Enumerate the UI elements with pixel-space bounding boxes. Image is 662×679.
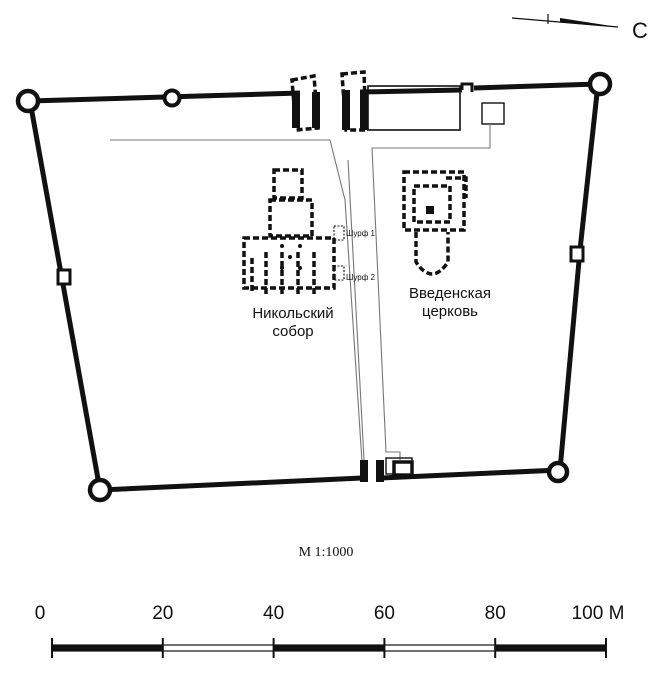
- scale-segment-filled: [52, 645, 163, 651]
- gate-annex: [367, 85, 461, 131]
- tower-n-small: [460, 82, 474, 92]
- tower-w-mid: [56, 268, 72, 286]
- tower-sw: [87, 477, 113, 503]
- scale-tick-label: 0: [35, 603, 46, 624]
- test-pit-1: [333, 225, 345, 241]
- scale-tick-label: 100 М: [572, 603, 625, 624]
- north-arrow: С: [511, 14, 648, 43]
- tower-nw: [15, 88, 41, 114]
- tower-se: [546, 460, 570, 484]
- test-pit-2: [333, 265, 345, 281]
- fortress-wall: [27, 81, 601, 493]
- tower-n-mid: [162, 88, 182, 108]
- small-structure-ne: [481, 102, 505, 125]
- vvedenskaya-label-line2: церковь: [422, 303, 478, 320]
- interior-paths: [110, 124, 491, 475]
- scale-tick-labels: 0 20 40 60 80 100 М: [35, 603, 625, 624]
- test-pits: Шурф 1 Шурф 2: [333, 225, 375, 282]
- south-gate: [360, 460, 414, 482]
- north-label: С: [632, 18, 648, 43]
- scale-segment-filled: [495, 645, 606, 651]
- scale-tick-label: 80: [485, 603, 506, 624]
- tower-e-mid: [569, 245, 585, 263]
- nikolsky-cathedral: [242, 168, 336, 294]
- test-pit-2-label: Шурф 2: [346, 273, 375, 282]
- scale-tick-label: 20: [152, 603, 173, 624]
- tower-ne: [587, 71, 613, 97]
- nikolsky-label-line2: собор: [272, 323, 313, 340]
- vvedenskaya-label-line1: Введенская: [409, 285, 491, 302]
- scale-bar: [51, 638, 607, 658]
- scale-tick-label: 40: [263, 603, 284, 624]
- scale-ratio: М 1:1000: [299, 545, 354, 560]
- scale-tick-label: 60: [374, 603, 395, 624]
- north-gate-complex: [290, 70, 505, 132]
- scale-segment-filled: [273, 645, 385, 651]
- vvedenskaya-church: [402, 170, 468, 276]
- wall-towers: [15, 71, 613, 503]
- test-pit-1-label: Шурф 1: [346, 229, 375, 238]
- nikolsky-label-line1: Никольский: [252, 305, 333, 322]
